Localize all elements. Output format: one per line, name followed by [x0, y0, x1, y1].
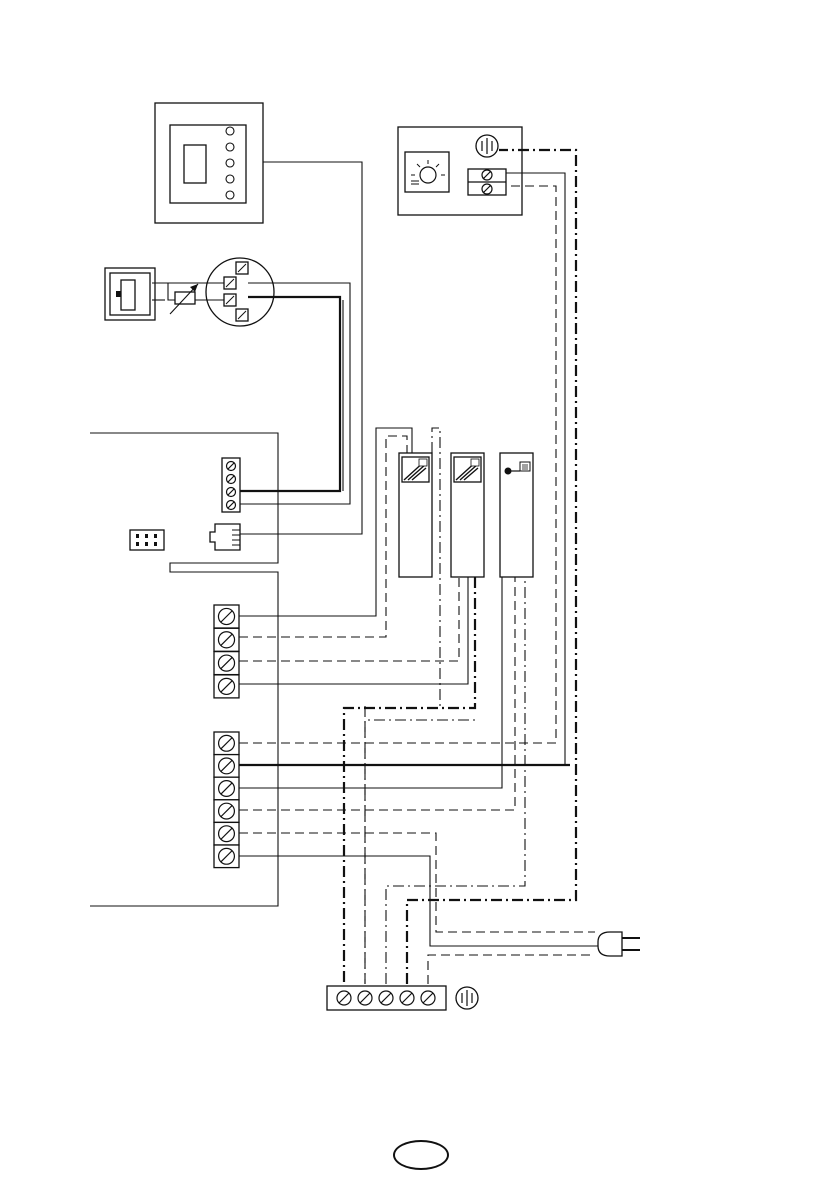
ground-icon — [476, 135, 498, 157]
lamp-box — [398, 127, 522, 215]
sensor — [105, 258, 274, 326]
terminal-block-2 — [214, 732, 239, 868]
ground-icon — [456, 987, 478, 1009]
terminal-block-1 — [214, 605, 239, 698]
page-number-badge — [393, 1140, 449, 1170]
screw-terminal-icon — [214, 845, 239, 868]
screw-terminal-icon — [214, 777, 239, 800]
mains-plug — [598, 932, 640, 956]
screw-terminal-icon — [214, 822, 239, 845]
screw-terminal-icon — [214, 755, 239, 778]
modular-jack — [210, 524, 240, 550]
contactor-2 — [451, 453, 484, 577]
screw-terminal-icon — [214, 732, 239, 755]
contactor-3 — [500, 453, 533, 577]
screw-terminal-icon — [214, 675, 239, 698]
supply-terminal-block — [327, 986, 478, 1010]
jumper-header — [130, 530, 164, 550]
control-panel — [155, 103, 263, 223]
screw-terminal-icon — [214, 628, 239, 651]
screw-terminal-icon — [214, 605, 239, 628]
contactor-1 — [399, 453, 432, 577]
control-panel-display — [184, 145, 206, 183]
plug-icon — [598, 932, 640, 956]
screw-terminal-icon — [214, 800, 239, 823]
screw-terminal-icon — [214, 652, 239, 675]
